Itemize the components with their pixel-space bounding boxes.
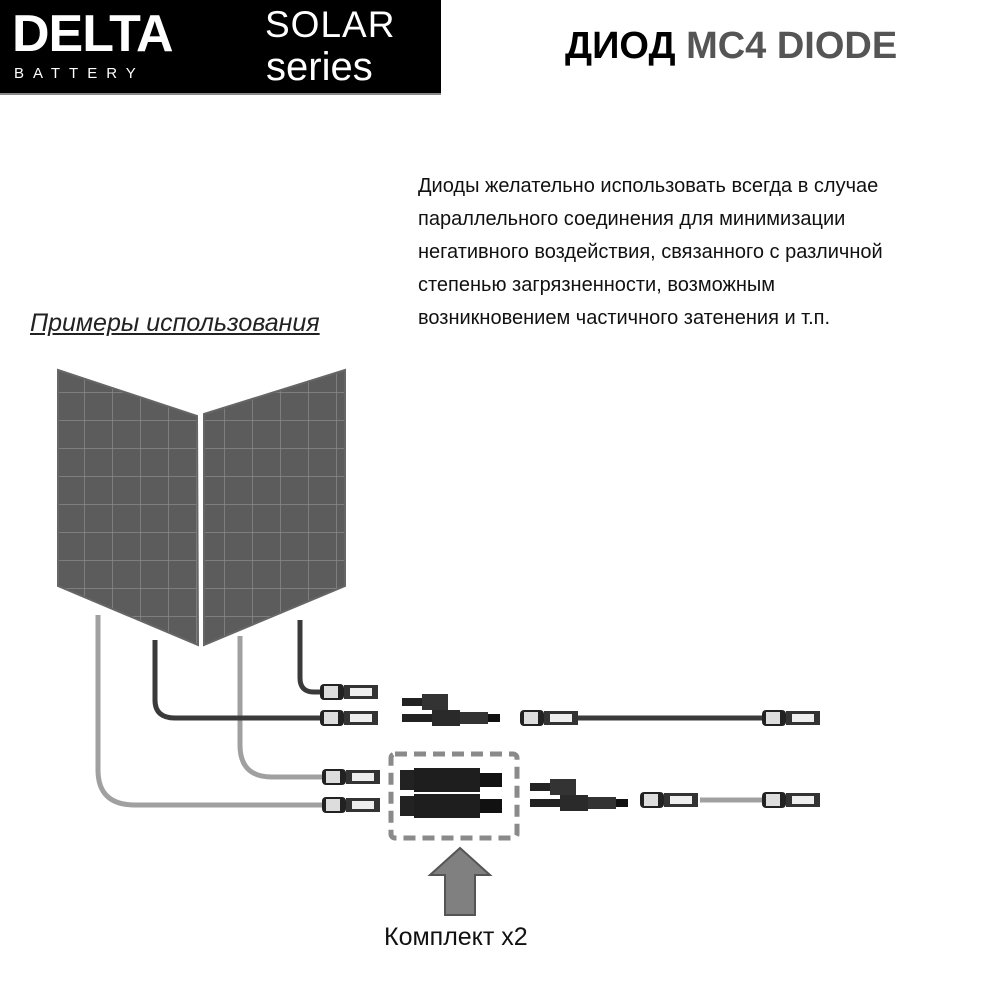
solar-panel-right	[203, 368, 346, 647]
mc4-diode	[400, 768, 502, 792]
description-line: негативного воздействия, связанного с ра…	[418, 241, 883, 263]
mc4-connector	[322, 797, 380, 813]
y-branch-connector	[530, 779, 628, 811]
kit-dashed-box	[388, 751, 520, 841]
delta-solar-logo: DELTA BATTERY SOLAR series	[0, 0, 441, 95]
description: Диоды желательно использовать всегда в с…	[418, 170, 998, 335]
y-branch-connector	[402, 694, 500, 726]
description-line: возникновением частичного затенения и т.…	[418, 307, 831, 329]
solar-panel-left	[57, 368, 200, 647]
title-ru: ДИОД	[565, 25, 676, 67]
logo-brand: DELTA	[12, 5, 174, 63]
description-line: степенью загрязненности, возможным	[418, 274, 776, 296]
mc4-connector	[320, 684, 378, 700]
arrow-up-icon	[427, 846, 493, 916]
logo-series: series	[266, 45, 373, 89]
mc4-connector	[640, 792, 698, 808]
kit-label: Комплект x2	[384, 923, 528, 951]
examples-heading: Примеры использования	[30, 309, 320, 337]
description-line: Диоды желательно использовать всегда в с…	[418, 175, 879, 197]
page-title: ДИОД MC4 DIODE	[565, 25, 898, 68]
logo-sub: BATTERY	[14, 65, 145, 82]
mc4-connector	[762, 710, 820, 726]
title-en: MC4 DIODE	[686, 25, 898, 67]
mc4-diode	[400, 794, 502, 818]
mc4-connector	[762, 792, 820, 808]
cables	[95, 615, 762, 808]
mc4-connector	[520, 710, 578, 726]
logo-solar: SOLAR	[265, 4, 396, 45]
mc4-connector	[322, 769, 380, 785]
mc4-connector	[320, 710, 378, 726]
description-line: параллельного соединения для минимизации	[418, 208, 846, 230]
